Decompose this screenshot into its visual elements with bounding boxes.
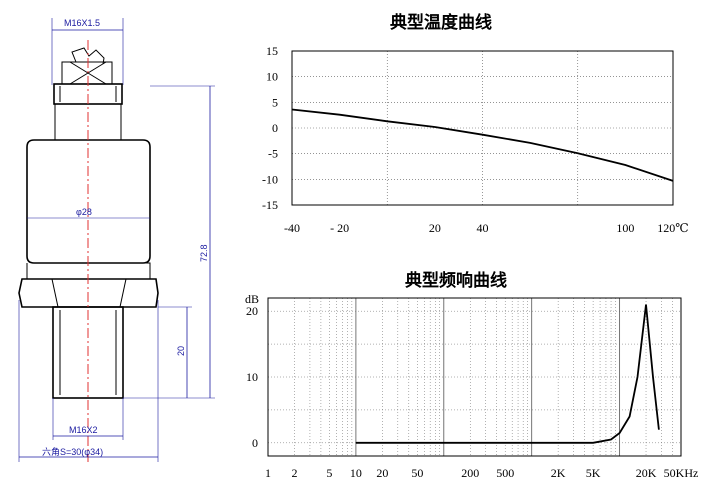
- freq-x-tick: 1: [265, 466, 271, 480]
- freq-chart-title: 典型频响曲线: [405, 270, 507, 291]
- freq-chart-grid: [267, 298, 682, 456]
- freq-x-tick: 10: [350, 466, 362, 480]
- dim-bottom-thread-label: M16X2: [69, 425, 98, 435]
- freq-y-unit: dB: [245, 292, 259, 306]
- dim-hex-label: 六角S=30(φ34): [42, 446, 103, 457]
- sensor-drawing: [18, 18, 215, 462]
- freq-x-tick: 5: [326, 466, 332, 480]
- freq-x-tick: 5K: [586, 466, 601, 480]
- temp-y-tick: -10: [262, 172, 278, 186]
- freq-y-tick: 10: [246, 370, 258, 384]
- freq-x-tick: 50KHz: [664, 466, 699, 480]
- freq-x-tick: 2K: [551, 466, 566, 480]
- freq-x-tick: 200: [461, 466, 479, 480]
- freq-y-tick: 0: [252, 436, 258, 450]
- freq-x-tick: 20: [376, 466, 388, 480]
- dim-total-label: 72.8: [199, 244, 209, 262]
- temp-chart-frame: [291, 50, 674, 206]
- hex-nut: [18, 278, 159, 308]
- freq-x-tick: 2: [291, 466, 297, 480]
- temp-y-tick: 10: [266, 70, 278, 84]
- temp-x-tick: 100: [616, 221, 634, 235]
- temp-x-tick: 120℃: [657, 221, 688, 235]
- cable-end: [71, 47, 105, 65]
- freq-series-line: [355, 304, 660, 444]
- temp-series-line: [291, 108, 674, 182]
- connector: [61, 61, 113, 85]
- dim-body-dia-label: φ28: [76, 207, 92, 217]
- freq-chart-frame: [267, 297, 682, 457]
- temp-chart-grid: [292, 51, 673, 205]
- freq-x-tick: 50: [411, 466, 423, 480]
- temp-x-tick: 20: [429, 221, 441, 235]
- dim-top-thread-label: M16X1.5: [64, 18, 100, 28]
- freq-x-tick: 500: [496, 466, 514, 480]
- temp-y-tick: 15: [266, 44, 278, 58]
- temp-y-tick: -5: [268, 147, 278, 161]
- temp-x-tick: - 20: [330, 221, 349, 235]
- temp-y-tick: -15: [262, 198, 278, 212]
- temp-x-tick: -40: [284, 221, 300, 235]
- freq-x-tick: 20K: [636, 466, 657, 480]
- temp-y-tick: 5: [272, 95, 278, 109]
- temp-chart-title: 典型温度曲线: [390, 12, 492, 33]
- dim-thread-length-label: 20: [176, 346, 186, 356]
- temp-x-tick: 40: [477, 221, 489, 235]
- freq-y-tick: 20: [246, 304, 258, 318]
- temp-y-tick: 0: [272, 121, 278, 135]
